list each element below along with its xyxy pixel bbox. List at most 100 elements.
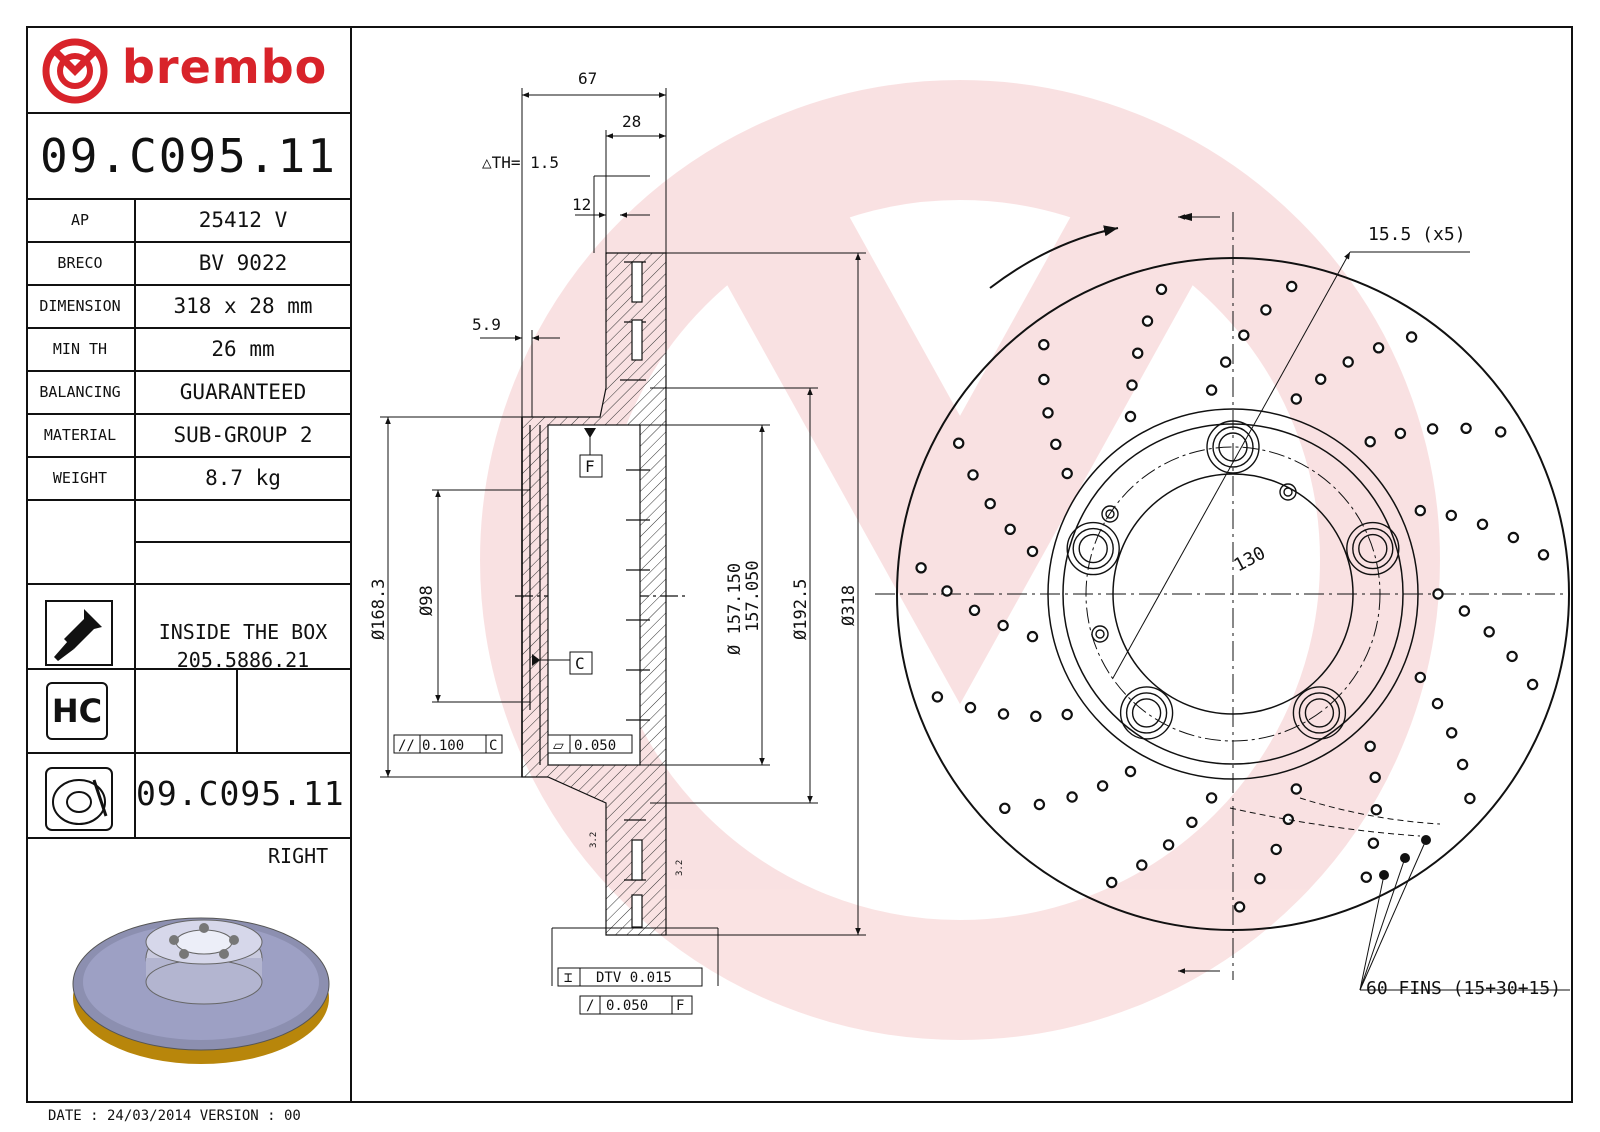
pilot-hole (1095, 629, 1105, 639)
drill-hole (997, 708, 1010, 720)
datum-c: C (575, 654, 585, 673)
spec-value: 25412 V (198, 208, 288, 232)
drill-hole (1537, 549, 1550, 561)
parallelism-ref: C (489, 738, 497, 754)
dim-offset: 5.9 (472, 315, 501, 334)
dim-outer-diameter: Ø318 (839, 585, 859, 626)
spec-key: BRECO (26, 243, 136, 284)
drill-hole (953, 437, 965, 449)
drill-hole (1042, 407, 1054, 419)
drill-hole (1456, 758, 1469, 771)
drill-hole (1445, 509, 1458, 522)
bolt-hole (1131, 698, 1162, 728)
drill-hole (1445, 727, 1458, 739)
pilot-hole (1283, 487, 1293, 497)
drill-hole (1126, 379, 1138, 391)
parallelism-value: 0.100 (422, 738, 464, 754)
drill-hole (1432, 588, 1444, 600)
dim-inner-diameter-1: Ø 157.150 (725, 563, 745, 655)
roughness-2: 3.2 (675, 860, 685, 876)
drill-hole (1105, 876, 1118, 889)
spec-value: 8.7 kg (205, 466, 281, 490)
drill-hole (1004, 523, 1016, 536)
drill-hole (1290, 783, 1303, 795)
spec-row: MATERIAL SUB-GROUP 2 (26, 415, 350, 458)
spec-key: AP (26, 200, 136, 241)
drill-hole (1290, 393, 1303, 405)
drill-hole (1233, 901, 1246, 913)
drill-hole (1372, 342, 1385, 354)
drill-hole (1205, 792, 1218, 804)
bolt-hole (1078, 533, 1108, 564)
svg-text:⌶: ⌶ (564, 970, 572, 986)
drill-hole (1507, 531, 1520, 544)
runout-value: 0.050 (606, 998, 648, 1014)
drill-hole (1136, 859, 1148, 871)
runout-ref: F (676, 998, 684, 1014)
bolt-hole (1218, 432, 1248, 462)
drill-hole (1131, 347, 1144, 359)
bolt-hole-label: 15.5 (x5) (1368, 224, 1466, 245)
spec-row: AP 25412 V (26, 200, 350, 243)
drill-hole (984, 498, 996, 510)
drill-hole (1458, 605, 1471, 617)
drill-hole (1219, 356, 1232, 368)
svg-text://: // (398, 738, 415, 754)
spec-key: DIMENSION (26, 286, 136, 327)
info-panel: brembo 09.C095.11 AP 25412 V BRECO BV 90… (26, 26, 352, 1103)
drill-hole (1431, 697, 1444, 710)
pcd-label: 130 (1230, 543, 1269, 577)
drill-hole (1494, 426, 1507, 438)
drill-hole (1464, 792, 1476, 805)
dim-friction-diameter: Ø192.5 (791, 579, 811, 640)
disc-code: 09.C095.11 (136, 774, 345, 813)
drill-hole (1205, 384, 1218, 396)
drill-hole (1426, 423, 1439, 435)
inside-box-label: INSIDE THE BOX (158, 620, 328, 644)
drill-hole (915, 562, 927, 574)
flatness-value: 0.050 (574, 738, 616, 754)
drill-hole (1096, 780, 1109, 792)
datum-f: F (585, 457, 595, 476)
drill-hole (1030, 710, 1042, 723)
drill-hole (1155, 283, 1168, 295)
drill-hole (1141, 315, 1154, 327)
pilot-hole (1279, 483, 1297, 501)
drill-hole (1061, 708, 1073, 721)
pilot-hole (1101, 505, 1119, 523)
fins-label: 60 FINS (15+30+15) (1366, 978, 1561, 999)
side-label: RIGHT (268, 844, 329, 868)
bolt-hole (1358, 533, 1388, 564)
drill-hole (964, 701, 977, 714)
pilot-hole (1105, 509, 1115, 519)
drill-hole (1238, 329, 1250, 341)
brand-logo: brembo (26, 26, 350, 114)
drawing-frame (26, 26, 1573, 1103)
bolt-hole (1292, 686, 1347, 740)
drill-hole (931, 691, 944, 703)
brembo-logo-icon (42, 38, 108, 104)
drill-hole (1254, 873, 1266, 885)
bolt-hole (1119, 686, 1174, 740)
spec-row: BRECO BV 9022 (26, 243, 350, 286)
spec-key: MATERIAL (26, 415, 136, 456)
drill-hole (1370, 804, 1383, 816)
drill-hole (1038, 373, 1050, 386)
disc-render-image (72, 917, 330, 1064)
drill-hole (1394, 427, 1407, 440)
drill-hole (1367, 837, 1380, 849)
bolt-hole (1352, 527, 1394, 570)
dim-flange: 12 (572, 195, 591, 214)
drill-hole (1476, 518, 1489, 531)
drill-hole (1260, 304, 1272, 316)
drill-hole (1050, 438, 1062, 450)
drill-hole (1342, 356, 1354, 368)
drill-hole (968, 604, 981, 617)
spec-value: 318 x 28 mm (173, 294, 313, 318)
drill-hole (1414, 504, 1427, 517)
drill-hole (967, 469, 979, 481)
spec-row: DIMENSION 318 x 28 mm (26, 286, 350, 329)
drill-hole (1405, 331, 1418, 343)
drill-hole (1124, 765, 1137, 778)
svg-text:/: / (586, 998, 594, 1014)
